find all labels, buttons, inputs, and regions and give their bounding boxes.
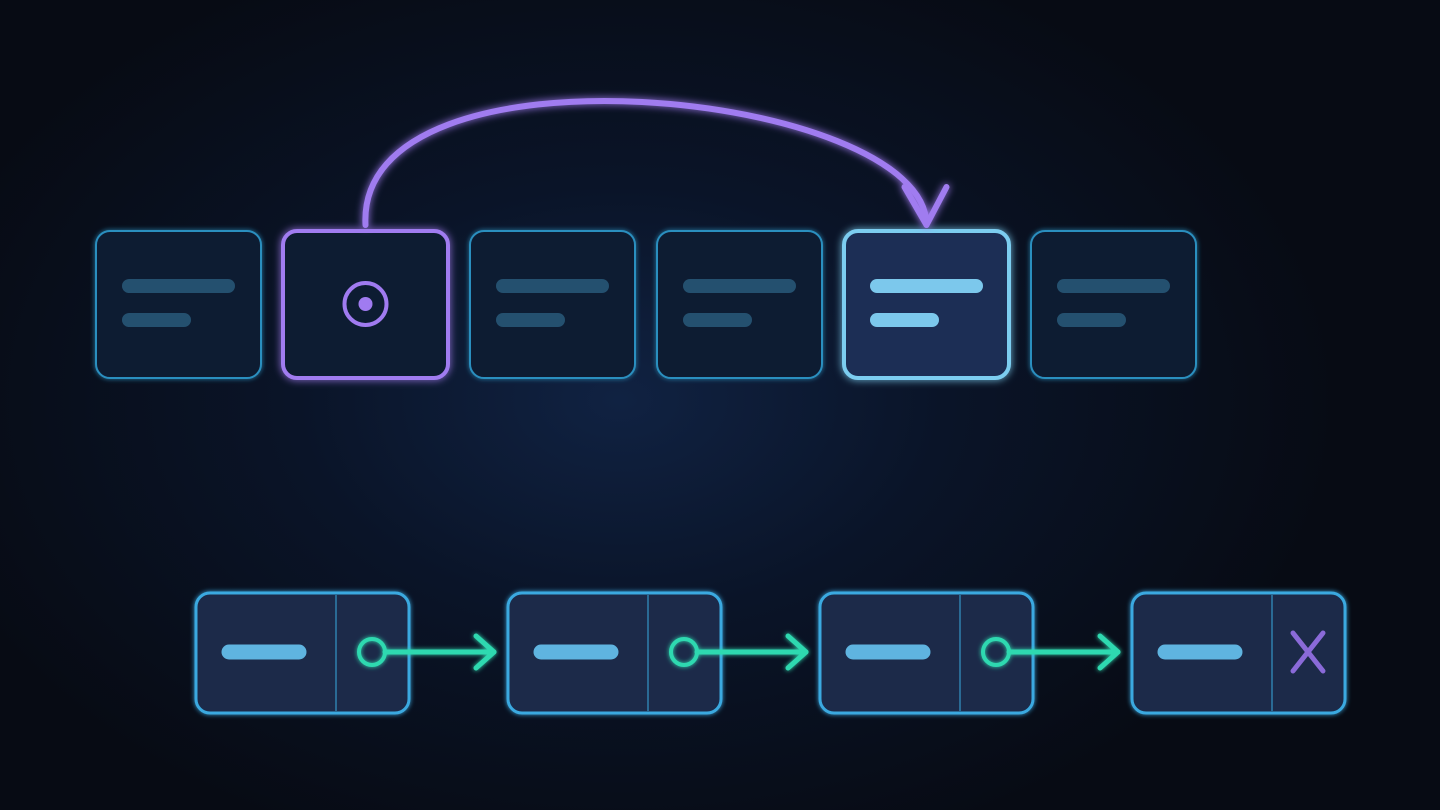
jump-arrow-head [901,184,950,228]
list-node-3 [1130,591,1347,715]
next-pointer-head [785,633,809,671]
next-pointer-head [1097,633,1121,671]
array-row [95,229,1197,380]
list-node-0 [194,591,497,715]
null-x-stroke-b [1290,630,1326,674]
target-dot [358,297,373,311]
array-cell-box [1030,230,1197,379]
jump-arrow-layer [362,97,950,228]
curved-arrow-icon [362,97,950,228]
array-cell-box [469,230,636,379]
target-dot-icon [342,281,389,327]
array-cell-0 [95,230,262,379]
list-node-2 [818,591,1121,715]
array-cell-1 [281,229,450,380]
arrow-right-icon [669,633,809,671]
array-cell-box [842,229,1011,380]
jump-arrow-curve [362,97,930,228]
array-cell-2 [469,230,636,379]
array-cell-5 [1030,230,1197,379]
array-cell-3 [656,230,823,379]
linked-list-row [194,591,1347,715]
array-cell-4 [842,229,1011,380]
arrow-right-icon [357,633,497,671]
x-icon [1290,630,1326,674]
array-cell-box [656,230,823,379]
target-ring [342,281,389,327]
arrow-right-icon [981,633,1121,671]
list-node-1 [506,591,809,715]
array-cell-box [95,230,262,379]
next-pointer-head [473,633,497,671]
